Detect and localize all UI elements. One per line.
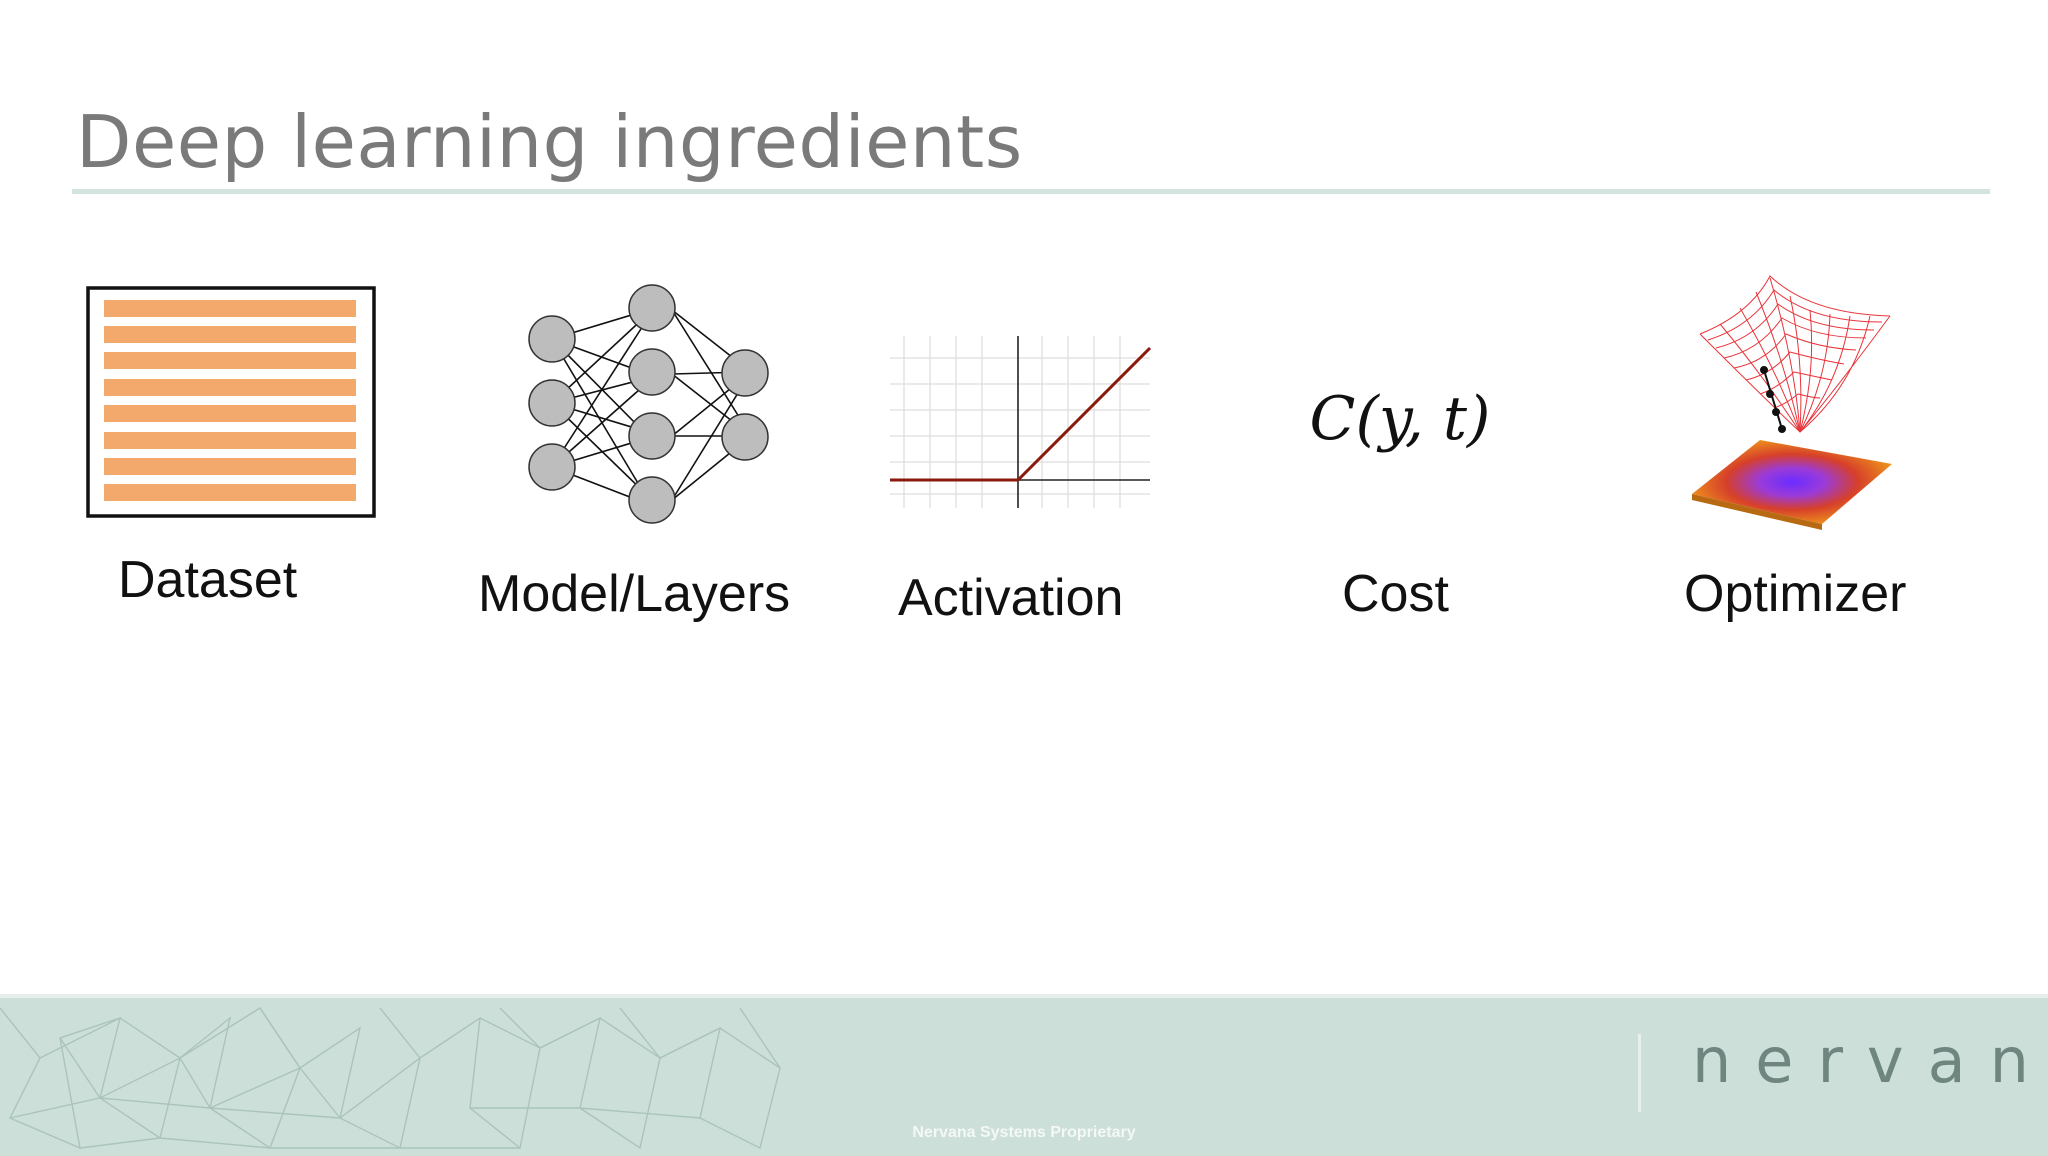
footer-divider xyxy=(1638,1034,1641,1112)
optimizer-label: Optimizer xyxy=(1684,565,1907,623)
ingredient-activation xyxy=(888,334,1152,515)
relu-graph-icon xyxy=(890,336,1152,508)
loss-surface-icon xyxy=(1692,275,1892,530)
activation-label: Activation xyxy=(898,569,1124,627)
dataset-label: Dataset xyxy=(118,551,298,609)
title-divider xyxy=(72,189,1990,194)
page-title: Deep learning ingredients xyxy=(76,100,1023,184)
cost-label: Cost xyxy=(1342,565,1449,623)
dataset-icon xyxy=(86,286,376,518)
cost-formula: C(y, t) xyxy=(1309,384,1491,454)
ingredient-optimizer xyxy=(1690,274,1900,535)
network-pattern-icon xyxy=(0,1007,781,1150)
model-layers-label: Model/Layers xyxy=(478,565,791,623)
neural-network-icon xyxy=(528,284,769,524)
ingredient-model-layers xyxy=(520,278,780,543)
proprietary-notice: Nervana Systems Proprietary xyxy=(912,1124,1136,1141)
ingredient-dataset xyxy=(86,286,376,523)
footer-band: nervana Nervana Systems Proprietary xyxy=(0,994,2048,1156)
brand-logo: nervana xyxy=(1692,1024,2048,1097)
